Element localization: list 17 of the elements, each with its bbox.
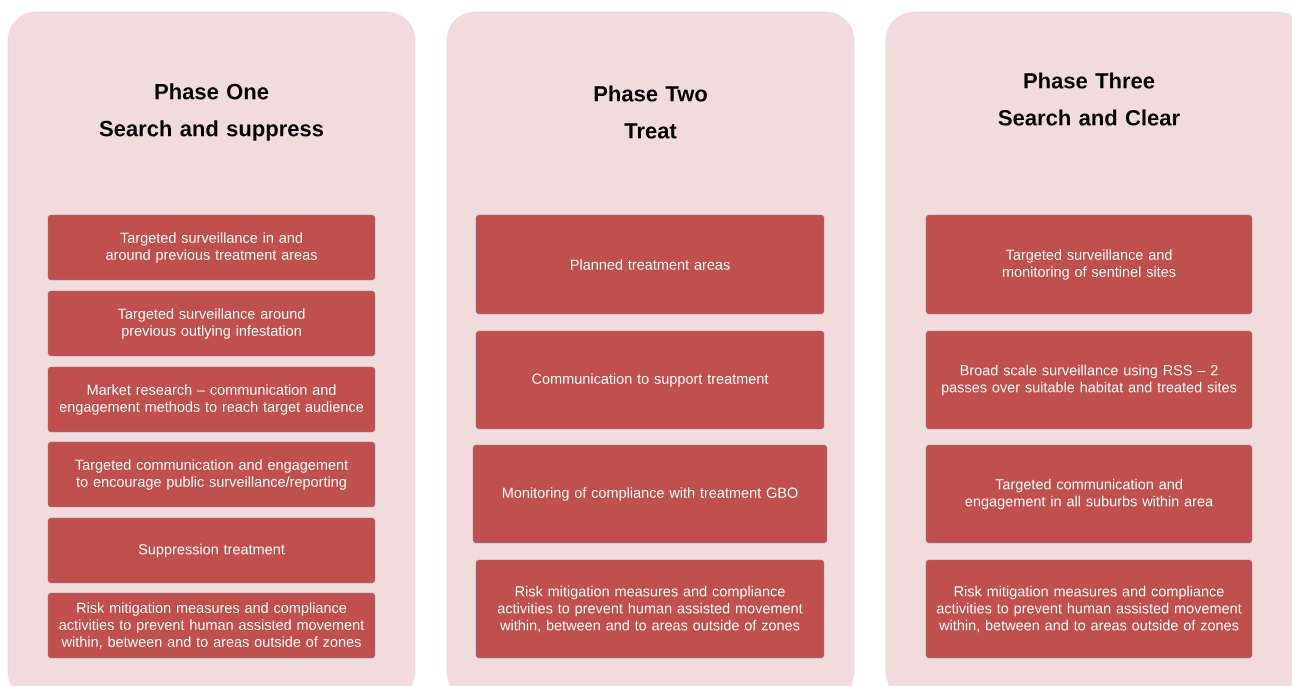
- activity-box: Communication to support treatment: [475, 330, 825, 430]
- activity-box: Targeted communication and engagement to encourage public surveillance/reporting: [47, 441, 376, 508]
- phase-heading: Phase One Search and suppress: [99, 83, 324, 141]
- phase-heading: Phase Three Search and Clear: [998, 72, 1180, 126]
- activity-box: Suppression treatment: [47, 517, 376, 584]
- activity-box: Monitoring of compliance with treatment GBO: [472, 444, 828, 544]
- activity-box: Risk mitigation measures and compliance activities to prevent human assisted movement within, between and to areas outside of zones: [925, 559, 1253, 659]
- activity-box: Risk mitigation measures and compliance activities to prevent human assisted movement within, between and to areas outside of zones: [47, 592, 376, 659]
- activity-box: Targeted surveillance in and around previous treatment areas: [47, 214, 376, 281]
- activity-box: Risk mitigation measures and compliance activities to prevent human assisted movement within, between and to areas outside of zones: [475, 559, 825, 659]
- activity-box: Targeted surveillance and monitoring of sentinel sites: [925, 214, 1253, 315]
- activity-box: Targeted communication and engagement in all suburbs within area: [925, 444, 1253, 544]
- phase-heading: Phase Two Treat: [594, 85, 707, 139]
- activity-box: Market research – communication and engagement methods to reach target audience: [47, 366, 376, 433]
- activity-box: Targeted surveillance around previous outlying infestation: [47, 290, 376, 357]
- activity-box: Broad scale surveillance using RSS – 2 passes over suitable habitat and treated sites: [925, 330, 1253, 430]
- activity-box: Planned treatment areas: [475, 214, 825, 315]
